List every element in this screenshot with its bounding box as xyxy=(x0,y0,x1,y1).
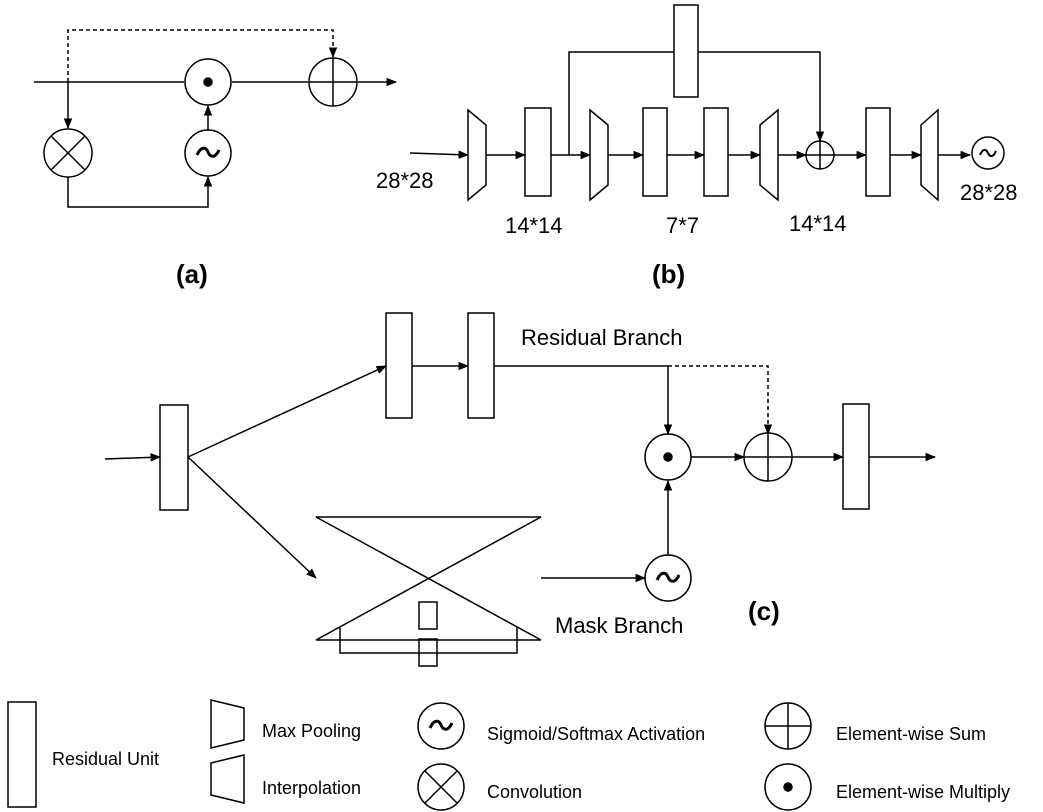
c-trunk-unit-1 xyxy=(385,312,413,419)
a-sum-node xyxy=(308,57,358,107)
b-interpolation-2 xyxy=(920,108,939,202)
a-conv-to-sigmoid xyxy=(67,175,213,208)
b-maxpool-2 xyxy=(589,108,609,202)
b-size-label-1: 14*14 xyxy=(505,213,563,238)
panel-b xyxy=(409,4,1005,202)
c-mask-hourglass xyxy=(315,516,542,641)
c-residual-unit-out xyxy=(842,403,870,510)
legend-convolution-icon xyxy=(417,763,465,811)
mask-branch-label: Mask Branch xyxy=(555,613,683,638)
b-input-arrow xyxy=(409,150,470,159)
b-residual-unit-1 xyxy=(524,107,552,197)
legend-convolution-label: Convolution xyxy=(487,782,582,802)
b-sigmoid-node xyxy=(971,136,1005,170)
c-trunk-unit-2 xyxy=(467,312,495,419)
b-residual-unit-3 xyxy=(703,107,729,197)
b-size-label-2: 7*7 xyxy=(666,213,699,238)
c-dashed-identity xyxy=(668,365,773,436)
legend-multiply-icon xyxy=(764,763,812,811)
panel-c xyxy=(104,312,937,667)
b-output-size-label: 28*28 xyxy=(960,180,1018,205)
b-skip-residual-unit xyxy=(673,4,699,98)
a-convolution-node xyxy=(43,128,93,178)
a-multiply-node xyxy=(184,58,232,106)
legend-residual-unit-label: Residual Unit xyxy=(52,749,159,769)
legend-max-pooling-icon xyxy=(210,699,245,749)
b-skip-line-down xyxy=(698,51,825,143)
legend-residual-unit-icon xyxy=(7,701,37,808)
a-dashed-identity xyxy=(67,29,338,82)
panel-a xyxy=(34,29,398,208)
c-sigmoid-node xyxy=(644,554,692,602)
legend-max-pooling-label: Max Pooling xyxy=(262,721,361,741)
legend-multiply-label: Element-wise Multiply xyxy=(836,782,1010,802)
a-sigmoid-node xyxy=(184,129,232,177)
c-residual-unit-in xyxy=(159,404,189,511)
b-residual-unit-2 xyxy=(642,107,668,197)
c-multiply-node xyxy=(644,433,692,481)
c-input-arrow xyxy=(104,453,162,462)
legend-sigmoid-label: Sigmoid/Softmax Activation xyxy=(487,724,705,744)
c-mask-skip-line xyxy=(339,627,518,654)
b-residual-unit-4 xyxy=(865,107,891,197)
b-input-size-label: 28*28 xyxy=(376,168,434,193)
c-arrow-to-mask xyxy=(187,456,317,579)
b-size-label-3: 14*14 xyxy=(789,211,847,236)
c-mask-skip-unit-1 xyxy=(418,601,438,630)
caption-a: (a) xyxy=(176,259,208,289)
b-sum-node xyxy=(805,140,835,170)
legend-sigmoid-icon xyxy=(417,702,465,750)
b-interpolation-1 xyxy=(759,108,779,202)
legend-sum-icon xyxy=(764,702,812,750)
legend-sum-label: Element-wise Sum xyxy=(836,724,986,744)
caption-c: (c) xyxy=(748,596,780,626)
legend-interpolation-icon xyxy=(210,754,245,804)
residual-branch-label: Residual Branch xyxy=(521,325,682,350)
c-trunk-to-mult xyxy=(494,365,673,436)
legend xyxy=(7,699,812,811)
c-arrow-to-trunk xyxy=(187,365,387,458)
b-skip-line-up xyxy=(568,51,674,155)
caption-b: (b) xyxy=(652,259,685,289)
b-maxpool-1 xyxy=(467,108,487,202)
c-sum-node xyxy=(743,432,793,482)
legend-interpolation-label: Interpolation xyxy=(262,778,361,798)
